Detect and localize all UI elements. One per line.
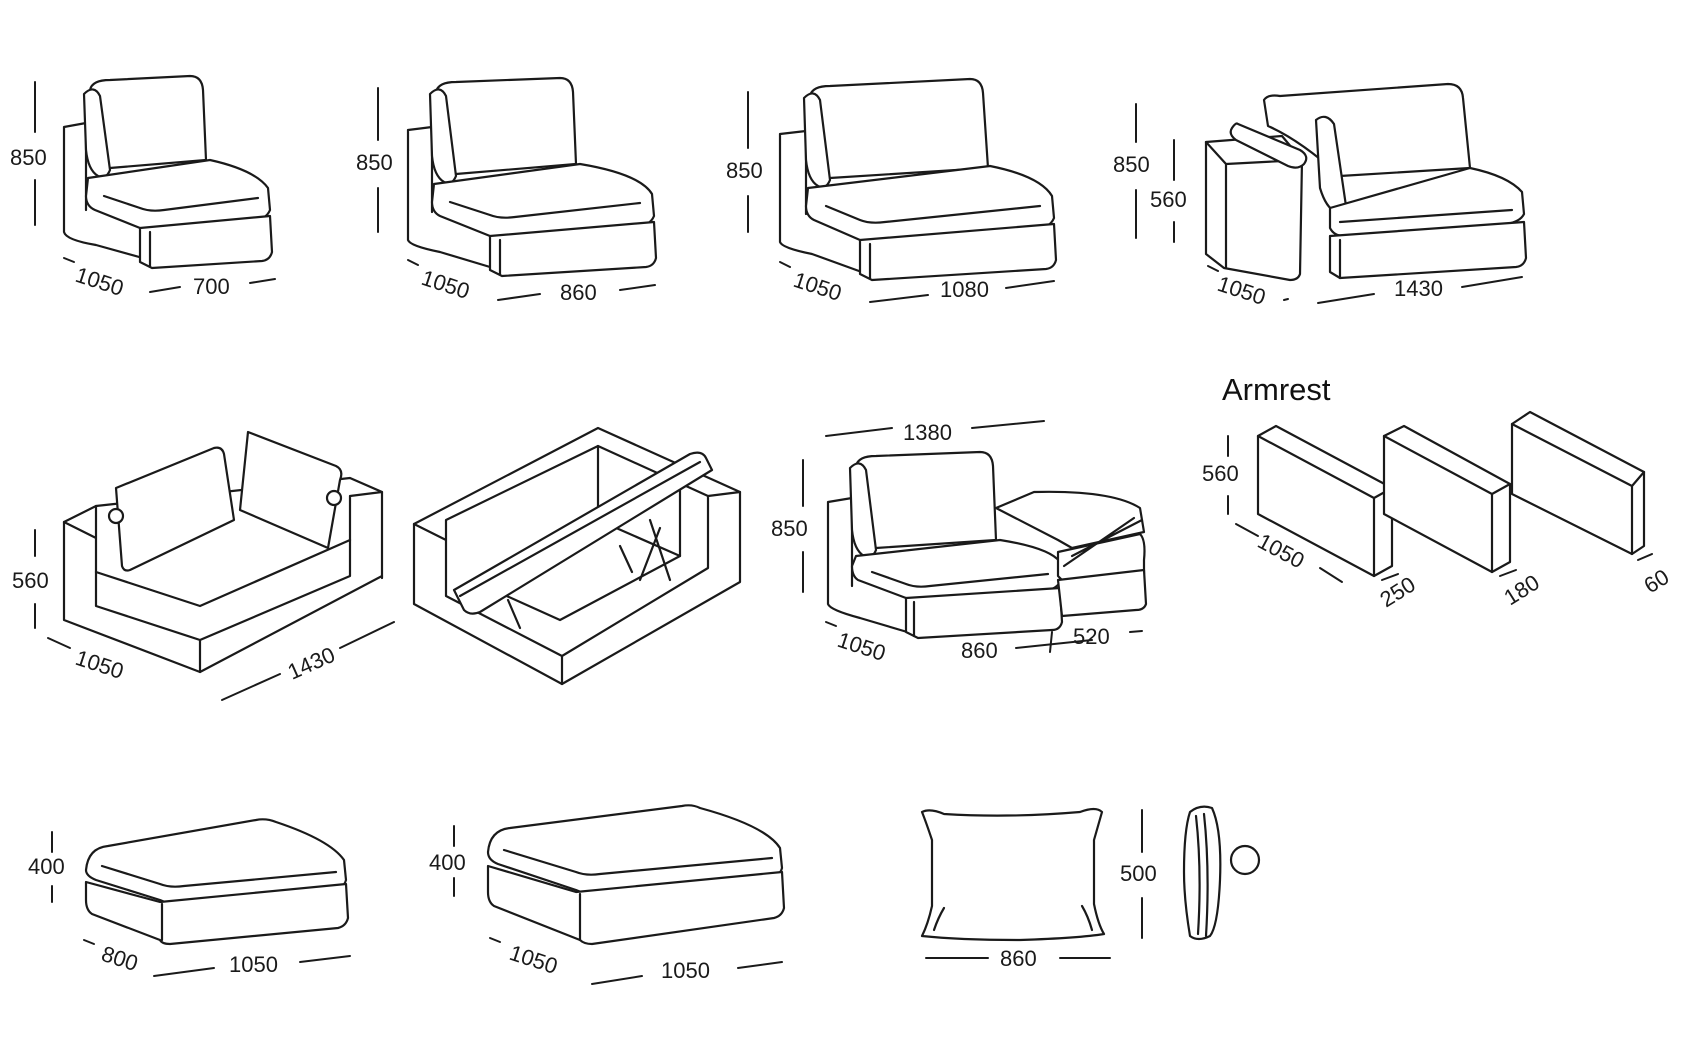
module-chaise-storage-open: [412, 426, 742, 686]
dim-width: 1050: [661, 958, 710, 983]
module-cushion-dims: 500 860: [925, 809, 1157, 971]
module-chaise-1430: [62, 430, 384, 674]
dim-depth: 1050: [1214, 271, 1268, 310]
dim-width: 1050: [229, 952, 278, 977]
module-cushion: [920, 805, 1261, 942]
dim-height: 850: [1113, 152, 1150, 177]
dim-height: 850: [10, 145, 47, 170]
armrest-width-1: 250: [1375, 572, 1419, 613]
dim-width: 860: [560, 280, 597, 305]
dim-side-width: 520: [1073, 624, 1110, 649]
dim-height: 850: [356, 150, 393, 175]
module-corner-1430: [1204, 82, 1528, 282]
module-chair-side-1380-dims: 1380 850 1050 860 520: [771, 420, 1143, 666]
dim-total-width: 1380: [903, 420, 952, 445]
module-chair-860: [406, 76, 658, 278]
armrest-width-2: 180: [1499, 570, 1543, 611]
dim-height: 850: [726, 158, 763, 183]
dim-depth: 1050: [418, 265, 472, 304]
dim-seat-width: 860: [961, 638, 998, 663]
module-chair-700-dims: 850 1050 700: [10, 81, 276, 301]
module-chair-860-dims: 850 1050 860: [356, 87, 656, 305]
module-chair-side-1380: [826, 450, 1148, 640]
dim-width: 1430: [284, 642, 339, 685]
dim-height: 400: [429, 850, 466, 875]
dim-height: 560: [12, 568, 49, 593]
dim-width: 700: [193, 274, 230, 299]
module-ottoman-800-dims: 400 800 1050: [28, 831, 351, 977]
module-chair-700: [62, 74, 274, 270]
armrest-title: Armrest: [1222, 372, 1331, 407]
dim-width: 1430: [1394, 276, 1443, 301]
module-ottoman-800: [84, 818, 350, 946]
module-chair-1080: [778, 77, 1058, 282]
armrest-width-3: 60: [1639, 564, 1673, 598]
dim-arm-height: 560: [1150, 187, 1187, 212]
dim-height: 500: [1120, 861, 1157, 886]
armrest-height: 560: [1202, 461, 1239, 486]
module-ottoman-1050: [486, 804, 786, 946]
dim-width: 1080: [940, 277, 989, 302]
dim-depth: 1050: [72, 262, 126, 301]
dim-depth: 1050: [72, 645, 126, 684]
dim-depth: 800: [98, 941, 141, 976]
dim-depth: 1050: [834, 627, 888, 666]
armrest-group: Armrest: [1222, 372, 1646, 578]
dim-width: 860: [1000, 946, 1037, 971]
dim-height: 850: [771, 516, 808, 541]
dim-height: 400: [28, 854, 65, 879]
dim-depth: 1050: [790, 267, 844, 306]
dim-depth: 1050: [506, 940, 560, 979]
